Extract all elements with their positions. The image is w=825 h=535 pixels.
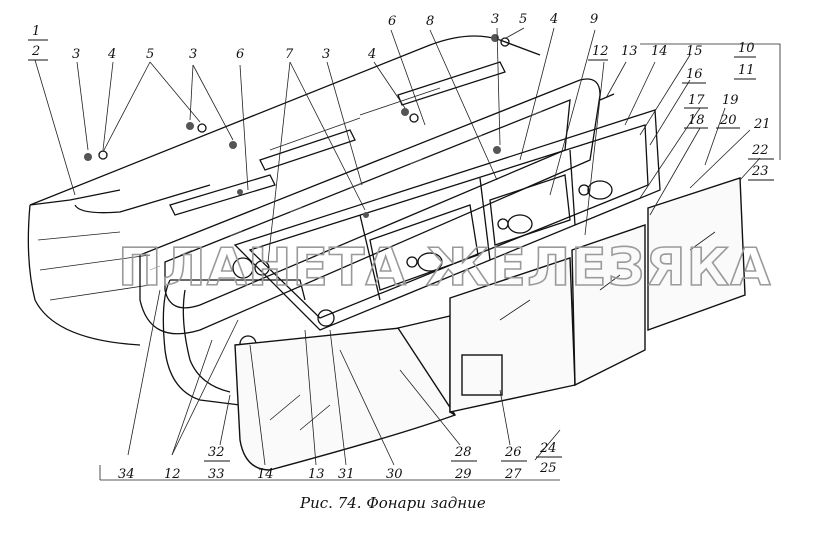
lamp-housing xyxy=(233,109,661,331)
callout-34: 34 xyxy=(118,467,135,482)
callout-15: 15 xyxy=(686,44,703,59)
bulb-center-icon xyxy=(406,252,443,272)
callout-4c: 4 xyxy=(549,12,558,27)
callout-13b: 13 xyxy=(308,467,325,482)
callout-4a: 4 xyxy=(107,47,116,62)
callout-5a: 5 xyxy=(146,47,154,62)
lens-panels xyxy=(234,177,746,471)
callout-17: 17 xyxy=(688,93,705,108)
callout-26: 26 xyxy=(504,445,522,460)
callout-7: 7 xyxy=(285,47,294,62)
callout-30: 30 xyxy=(386,467,403,482)
figure-caption: Рис. 74. Фонари задние xyxy=(299,494,486,512)
callout-16: 16 xyxy=(686,67,703,82)
callout-12: 12 xyxy=(592,44,609,59)
callout-11: 11 xyxy=(738,63,755,78)
callout-14: 14 xyxy=(651,44,668,59)
callout-10: 10 xyxy=(738,41,755,56)
callout-20: 20 xyxy=(719,113,737,128)
bulb-far-right-icon xyxy=(578,180,613,200)
callout-18: 18 xyxy=(688,113,705,128)
callout-24: 24 xyxy=(539,441,557,456)
callout-1: 1 xyxy=(32,24,40,39)
callout-28: 28 xyxy=(454,445,472,460)
callout-12b: 12 xyxy=(164,467,181,482)
callout-19: 19 xyxy=(722,93,739,108)
callout-22: 22 xyxy=(751,143,769,158)
callout-9: 9 xyxy=(590,12,598,27)
callout-13: 13 xyxy=(621,44,638,59)
watermark-text: ПЛАНЕТА ЖЕЛЕЗЯКА xyxy=(118,238,771,298)
callout-8: 8 xyxy=(426,14,434,29)
fasteners xyxy=(84,34,615,218)
callout-14b: 14 xyxy=(257,467,274,482)
callout-4b: 4 xyxy=(367,47,376,62)
callout-33: 33 xyxy=(208,467,225,482)
callout-23: 23 xyxy=(751,164,769,179)
callout-3c: 3 xyxy=(322,47,330,62)
callout-3b: 3 xyxy=(189,47,197,62)
bumper-panel xyxy=(27,35,541,346)
callout-21: 21 xyxy=(753,117,771,132)
callout-3d: 3 xyxy=(491,12,499,27)
callout-32: 32 xyxy=(208,445,225,460)
callouts-bottom: 34 12 32 33 14 13 31 30 28 29 26 27 24 2… xyxy=(118,441,562,482)
callout-25: 25 xyxy=(539,461,557,476)
callout-27: 27 xyxy=(504,467,522,482)
callout-6a: 6 xyxy=(236,47,244,62)
nut-icon xyxy=(84,153,92,161)
leader-lines xyxy=(34,27,781,481)
left-reflector xyxy=(162,279,306,406)
callout-6b: 6 xyxy=(388,14,396,29)
callouts-top: 1 2 3 4 5 3 6 7 3 4 6 8 3 5 4 9 12 13 14… xyxy=(28,12,774,181)
callout-2: 2 xyxy=(31,44,40,59)
callout-5b: 5 xyxy=(519,12,527,27)
callout-3a: 3 xyxy=(72,47,80,62)
bulb-right-center-icon xyxy=(497,214,533,234)
bulb-left-icon xyxy=(232,257,270,279)
callout-29: 29 xyxy=(454,467,472,482)
callout-31: 31 xyxy=(338,467,355,482)
